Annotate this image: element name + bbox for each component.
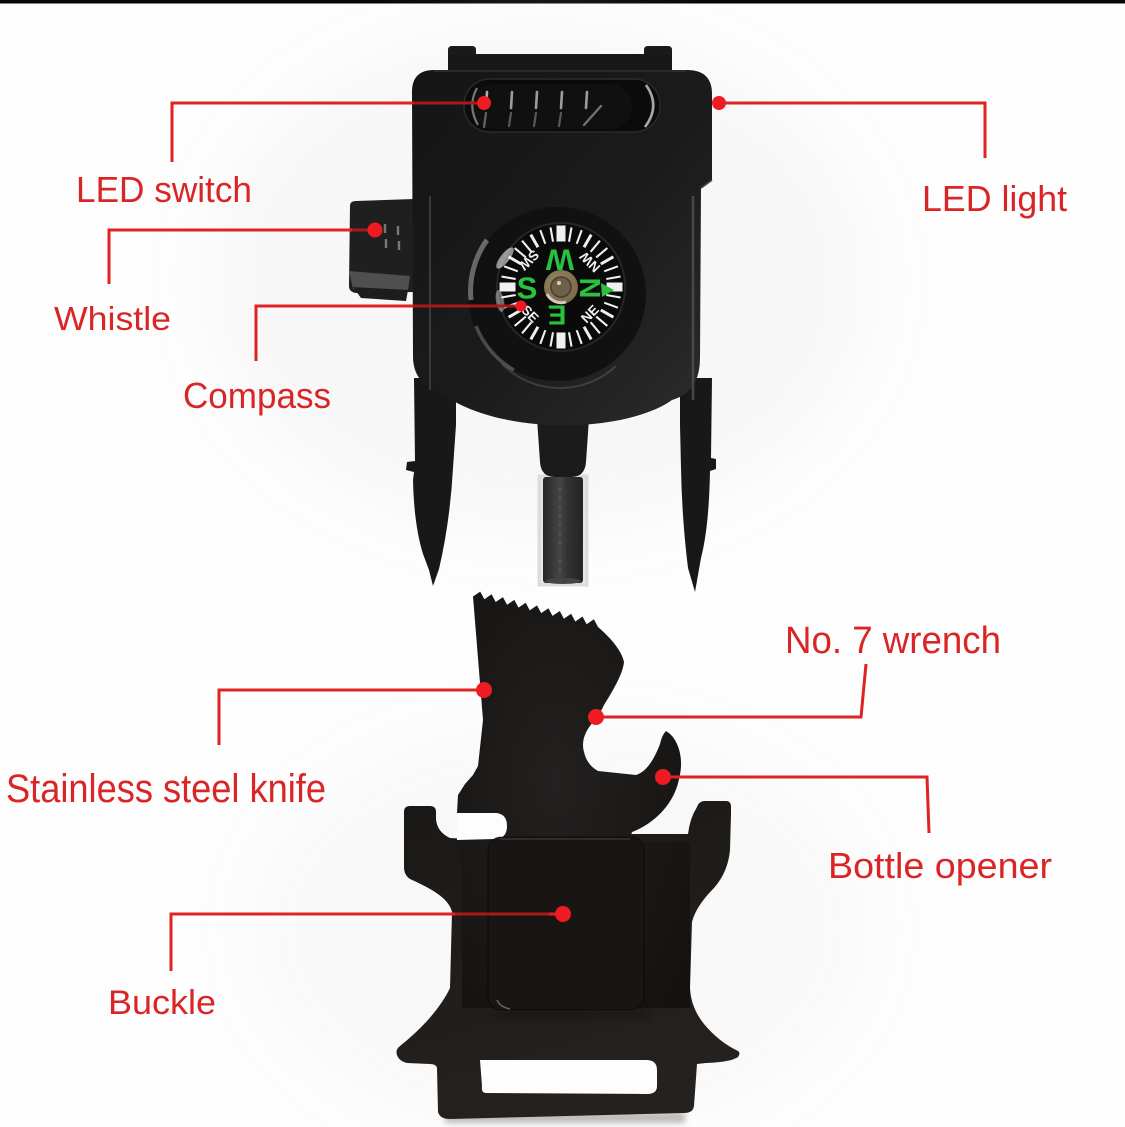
svg-text:S: S (517, 271, 538, 306)
svg-text:W: W (545, 243, 574, 276)
svg-text:Stainless steel knife: Stainless steel knife (6, 767, 326, 811)
svg-text:Buckle: Buckle (108, 984, 216, 1022)
svg-text:Compass: Compass (183, 375, 331, 416)
svg-text:No. 7 wrench: No. 7 wrench (785, 620, 1001, 662)
svg-text:LED switch: LED switch (76, 169, 252, 210)
svg-text:Whistle: Whistle (54, 300, 171, 337)
svg-text:LED light: LED light (922, 178, 1067, 219)
svg-text:Bottle opener: Bottle opener (828, 845, 1052, 886)
svg-text:N: N (573, 278, 605, 299)
svg-text:E: E (548, 300, 567, 331)
